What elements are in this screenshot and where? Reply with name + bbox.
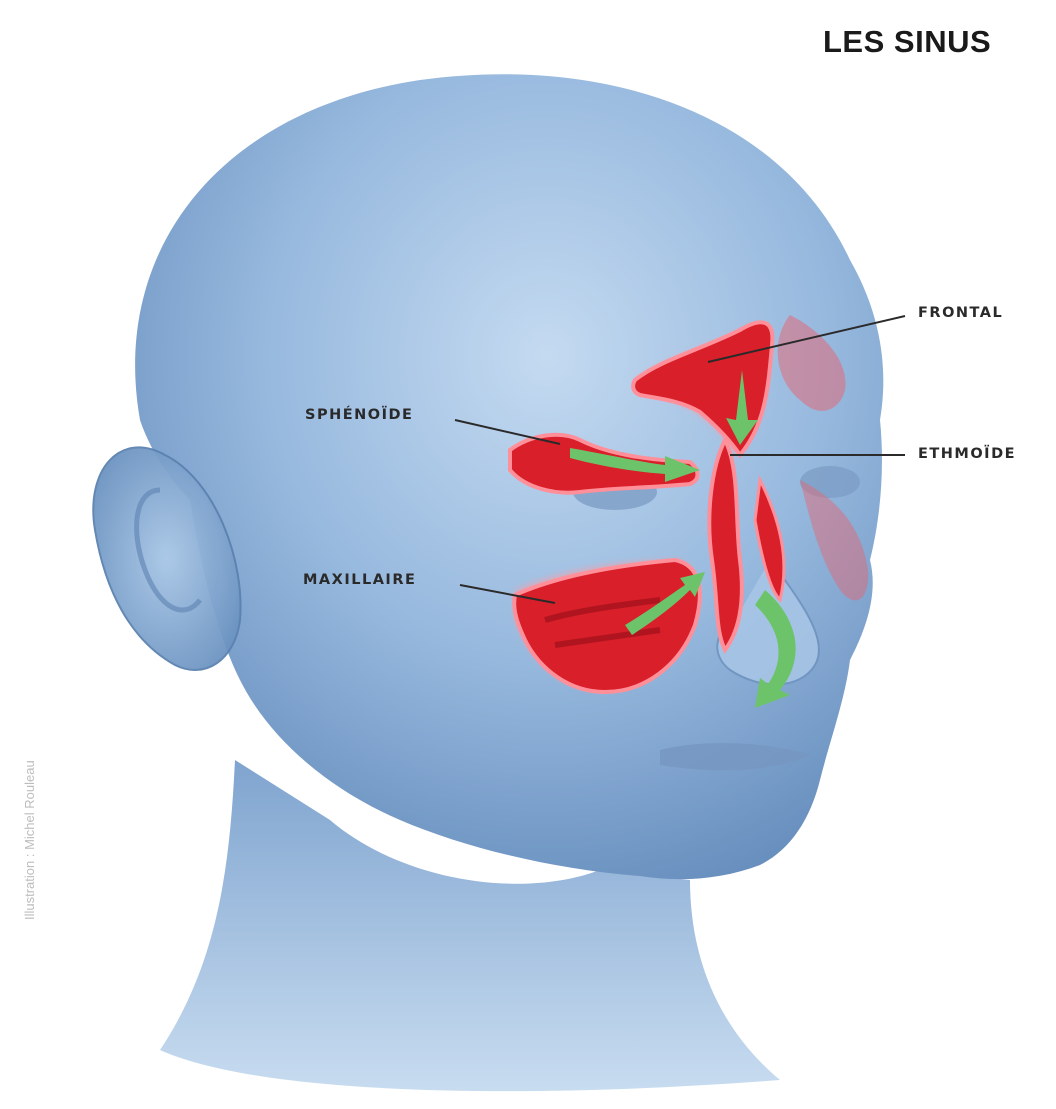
- label-ethmoide: ETHMOÏDE: [918, 446, 1016, 462]
- label-sphenoide: SPHÉNOÏDE: [305, 407, 413, 423]
- page-title: LES SINUS: [823, 24, 991, 60]
- label-frontal: FRONTAL: [918, 305, 1003, 321]
- illustration-credit: Illustration : Michel Rouleau: [22, 760, 37, 920]
- label-maxillaire: MAXILLAIRE: [303, 572, 416, 588]
